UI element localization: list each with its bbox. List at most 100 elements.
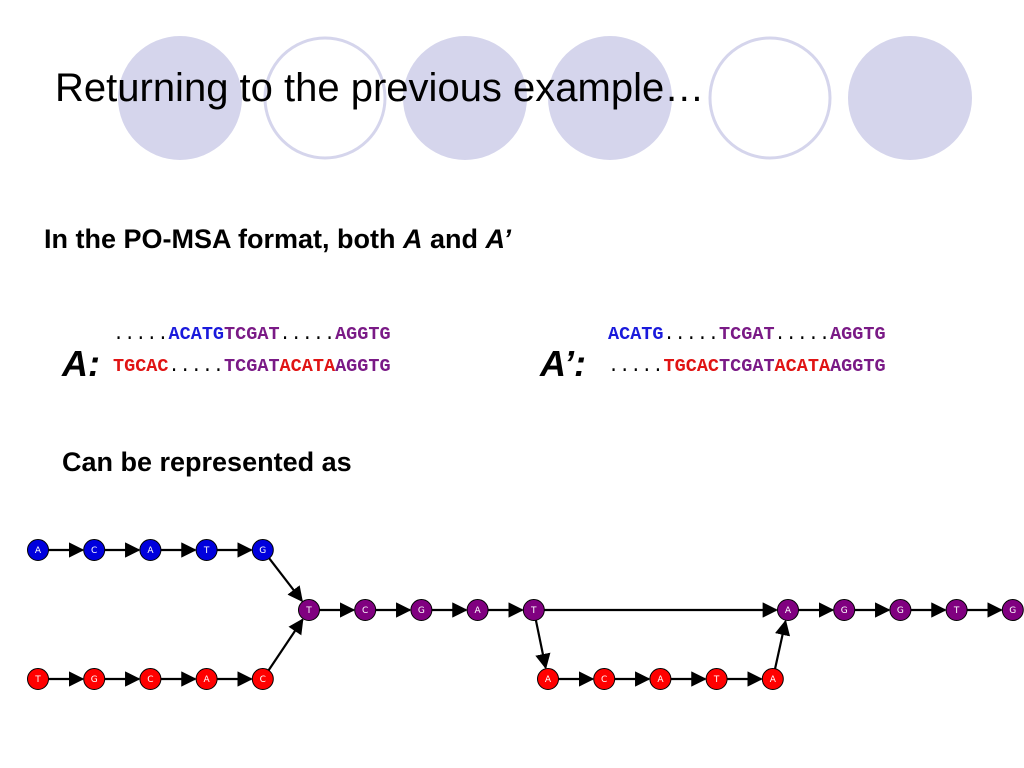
sequence-segment: ..... <box>663 324 720 345</box>
graph-node-circle <box>354 599 377 621</box>
deco-circle-outline <box>708 36 832 160</box>
graph-node: A <box>139 539 162 561</box>
graph-node: G <box>1001 599 1024 621</box>
sequence-segment: AGGTG <box>335 324 391 345</box>
sequence-segment: ..... <box>774 324 831 345</box>
deco-circle-filled <box>403 36 527 160</box>
graph-node-circle <box>410 599 433 621</box>
deco-circle-filled <box>118 36 242 160</box>
sequence-segment: AGGTG <box>335 356 391 377</box>
graph-node-letter: A <box>147 546 154 556</box>
graph-node-letter: A <box>475 606 482 616</box>
sequence-segment: ACATA <box>774 356 831 377</box>
sequence-segment: TCGAT <box>719 324 775 345</box>
graph-node: A <box>777 599 799 621</box>
graph-node-circle <box>522 599 545 621</box>
graph-node-circle <box>649 668 672 690</box>
sequence-segment: TGCAC <box>113 356 169 377</box>
graph-node-letter: T <box>953 606 960 616</box>
sequence-segment: ACATG <box>168 324 225 345</box>
graph-node-circle <box>593 668 616 690</box>
graph-node: C <box>83 539 106 561</box>
graph-node: G <box>410 599 433 621</box>
graph-node-letter: T <box>713 675 720 685</box>
graph-node-letter: T <box>203 546 210 556</box>
alignment-a-row1: .....ACATGTCGAT.....AGGTG <box>113 324 391 345</box>
graph-edge <box>534 620 551 670</box>
deco-circle-filled <box>548 36 672 160</box>
graph-node-circle <box>889 599 912 621</box>
intro-line: In the PO-MSA format, both A and A’ <box>44 224 511 255</box>
graph-node-letter: C <box>601 675 607 685</box>
graph-node-letter: C <box>91 546 97 556</box>
graph-node: A <box>466 599 489 621</box>
graph-node-circle <box>761 668 784 690</box>
graph-node-circle <box>139 539 162 561</box>
graph-node-letter: G <box>1009 606 1016 616</box>
graph-node-letter: A <box>545 675 552 685</box>
graph-node-circle <box>466 599 489 621</box>
graph-node-circle <box>537 668 559 690</box>
sequence-segment: TCGAT <box>719 356 775 377</box>
graph-node-letter: C <box>362 606 368 616</box>
sequence-segment: AGGTG <box>830 356 886 377</box>
graph-node-letter: T <box>34 675 41 685</box>
graph-node-letter: G <box>91 675 98 685</box>
graph-node: T <box>945 599 968 621</box>
graph-node-circle <box>83 539 106 561</box>
graph-node-letter: T <box>530 606 537 616</box>
graph-node-letter: A <box>35 546 42 556</box>
graph-node-letter: G <box>841 606 848 616</box>
intro-a-prime: A’ <box>485 224 512 254</box>
sequence-segment: AGGTG <box>830 324 886 345</box>
sequence-segment: TCGAT <box>224 324 280 345</box>
graph-node-letter: A <box>657 675 664 685</box>
graph-node: T <box>705 668 728 690</box>
graph-node: T <box>298 599 320 621</box>
sequence-segment: ..... <box>608 356 664 377</box>
graph-node: G <box>251 539 274 561</box>
graph-node: C <box>593 668 616 690</box>
graph-node: T <box>195 539 218 561</box>
intro-a: A <box>402 224 423 254</box>
graph-node-letter: A <box>785 606 792 616</box>
graph-node: T <box>522 599 545 621</box>
graph-node-circle <box>251 539 274 561</box>
graph-node: C <box>251 668 274 690</box>
graph-node: G <box>889 599 912 621</box>
intro-prefix: In the PO-MSA format, both <box>44 224 403 254</box>
deco-circle-filled <box>848 36 972 160</box>
sequence-segment: ..... <box>168 356 225 377</box>
deco-circle-outline <box>263 36 387 160</box>
sequence-segment: ACATG <box>608 324 664 345</box>
graph-node: T <box>27 668 49 690</box>
graph-node: G <box>83 668 106 690</box>
intro-and: and <box>422 224 486 254</box>
graph-node-circle <box>945 599 968 621</box>
graph-node-letter: G <box>259 546 266 556</box>
graph-node: A <box>649 668 672 690</box>
graph-node-circle <box>27 539 49 561</box>
graph-edge <box>773 619 791 669</box>
alignment-a-prime-label: A’: <box>540 343 587 384</box>
graph-node-circle <box>705 668 728 690</box>
alignment-a-row2: TGCAC.....TCGATACATAAGGTG <box>113 356 391 377</box>
alignment-a-prime-row1: ACATG.....TCGAT.....AGGTG <box>608 324 886 345</box>
graph-edge <box>267 618 304 671</box>
graph-node-letter: A <box>770 675 777 685</box>
graph-node-letter: C <box>147 675 153 685</box>
graph-edge <box>268 557 303 603</box>
graph-node: C <box>139 668 162 690</box>
graph-node-circle <box>195 668 218 690</box>
sequence-segment: ..... <box>279 324 336 345</box>
sequence-segment: ..... <box>113 324 169 345</box>
graph-node-letter: A <box>204 675 211 685</box>
graph-node-circle <box>298 599 320 621</box>
graph-node-circle <box>251 668 274 690</box>
graph-node-circle <box>777 599 799 621</box>
graph-node-circle <box>139 668 162 690</box>
graph-node-circle <box>833 599 856 621</box>
alignment-a-prime-row2: .....TGCACTCGATACATAAGGTG <box>608 356 886 377</box>
